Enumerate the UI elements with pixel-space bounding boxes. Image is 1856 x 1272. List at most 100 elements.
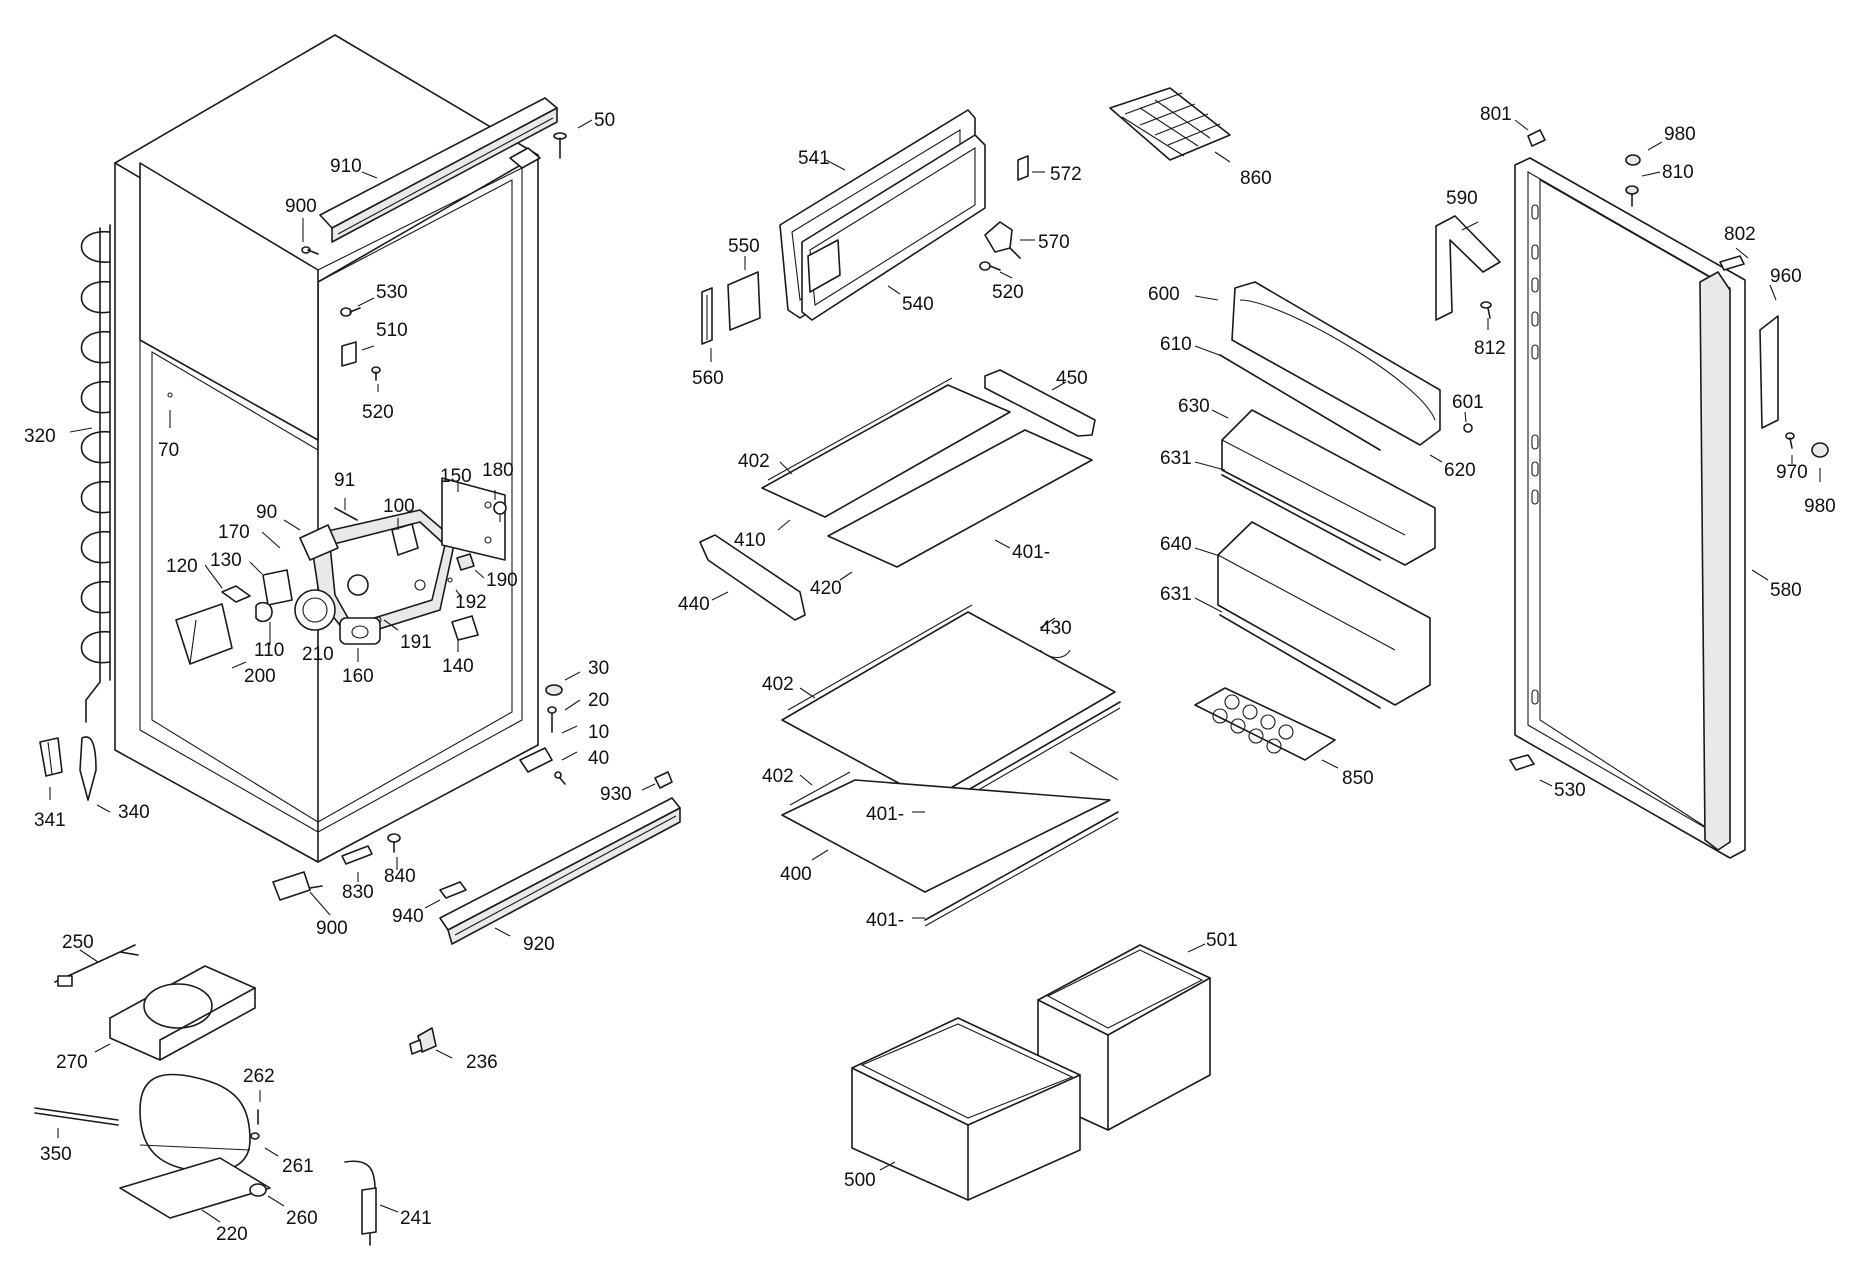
label-630: 630 — [1178, 396, 1210, 417]
shelf-400-402 — [781, 751, 1119, 927]
bin-trim-610 — [1219, 354, 1381, 451]
plate-510 — [341, 341, 357, 367]
condenser-coil — [80, 224, 111, 723]
label-401-top: 401- — [1012, 542, 1050, 563]
label-236: 236 — [466, 1052, 498, 1073]
label-910: 910 — [330, 156, 362, 177]
label-401-mid: 401- — [866, 804, 904, 825]
crisper-drawer-500 — [851, 1017, 1081, 1201]
label-520-door: 520 — [992, 282, 1024, 303]
label-401-bottom: 401- — [866, 910, 904, 931]
label-90: 90 — [256, 502, 277, 523]
label-620: 620 — [1444, 460, 1476, 481]
label-570: 570 — [1038, 232, 1070, 253]
label-100: 100 — [383, 496, 415, 517]
label-210: 210 — [302, 644, 334, 665]
label-262: 262 — [243, 1066, 275, 1087]
door-bin-630 — [1221, 409, 1436, 566]
label-440: 440 — [678, 594, 710, 615]
label-270: 270 — [56, 1052, 88, 1073]
label-970: 970 — [1776, 462, 1808, 483]
screw-50 — [553, 132, 567, 159]
label-40: 40 — [588, 748, 609, 769]
compressor-220 — [34, 1073, 271, 1219]
bottom-trim-920 — [439, 771, 681, 945]
label-20: 20 — [588, 690, 609, 711]
label-402-bottom: 402 — [762, 766, 794, 787]
label-812: 812 — [1474, 338, 1506, 359]
shelf-410-402 — [761, 377, 1093, 568]
label-450: 450 — [1056, 368, 1088, 389]
handle-960 — [1759, 315, 1779, 429]
egg-tray-850 — [1194, 687, 1336, 761]
label-840: 840 — [384, 866, 416, 887]
label-860: 860 — [1240, 168, 1272, 189]
label-130: 130 — [210, 550, 242, 571]
label-410: 410 — [734, 530, 766, 551]
ice-tray-860 — [1109, 87, 1231, 161]
top-trim-910 — [319, 97, 558, 243]
label-260: 260 — [286, 1208, 318, 1229]
label-110: 110 — [254, 640, 284, 661]
label-640: 640 — [1160, 534, 1192, 555]
leader-lines — [49, 119, 1821, 1223]
part-236 — [409, 1027, 437, 1055]
label-631-bottom: 631 — [1160, 584, 1192, 605]
label-50: 50 — [594, 110, 615, 131]
hinge-801 — [1527, 129, 1546, 147]
label-580: 580 — [1770, 580, 1802, 601]
label-501: 501 — [1206, 930, 1238, 951]
label-250: 250 — [62, 932, 94, 953]
label-120: 120 — [166, 556, 198, 577]
label-510: 510 — [376, 320, 408, 341]
label-850: 850 — [1342, 768, 1374, 789]
label-550: 550 — [728, 236, 760, 257]
parts-341-340 — [39, 736, 97, 801]
shelf-rail-450 — [984, 369, 1096, 437]
label-830: 830 — [342, 882, 374, 903]
label-402-mid: 402 — [762, 674, 794, 695]
label-980-side: 980 — [1804, 496, 1836, 517]
label-150: 150 — [440, 466, 472, 487]
part-802 — [1719, 255, 1745, 271]
screw-520-left — [371, 366, 381, 381]
dairy-compartment-600 — [1231, 281, 1441, 446]
screw-812 — [1480, 301, 1492, 319]
label-540: 540 — [902, 294, 934, 315]
screw-601 — [1463, 423, 1473, 433]
hinge-hardware — [519, 684, 566, 785]
label-340: 340 — [118, 802, 150, 823]
label-190: 190 — [486, 570, 518, 591]
power-cord-250 — [54, 944, 139, 987]
cap-980-side — [1811, 442, 1829, 458]
label-170: 170 — [218, 522, 250, 543]
label-320: 320 — [24, 426, 56, 447]
door-bin-640 — [1217, 521, 1431, 706]
label-220: 220 — [216, 1224, 248, 1245]
label-541: 541 — [798, 148, 830, 169]
label-631-top: 631 — [1160, 448, 1192, 469]
label-572: 572 — [1050, 164, 1082, 185]
label-402-top: 402 — [738, 451, 770, 472]
bin-trim-631a — [1221, 474, 1381, 561]
label-420: 420 — [810, 578, 842, 599]
label-200: 200 — [244, 666, 276, 687]
label-601: 601 — [1452, 392, 1484, 413]
label-140: 140 — [442, 656, 474, 677]
label-802: 802 — [1724, 224, 1756, 245]
cap-980-top — [1625, 154, 1641, 166]
label-801: 801 — [1480, 104, 1512, 125]
label-91: 91 — [334, 470, 355, 491]
label-341: 341 — [34, 810, 66, 831]
label-960: 960 — [1770, 266, 1802, 287]
freezer-door-541 — [779, 109, 986, 321]
top-hinge-cover — [509, 147, 541, 169]
label-180: 180 — [482, 460, 514, 481]
label-600: 600 — [1148, 284, 1180, 305]
label-810: 810 — [1662, 162, 1694, 183]
label-10: 10 — [588, 722, 609, 743]
label-500: 500 — [844, 1170, 876, 1191]
label-900-bottom: 900 — [316, 918, 348, 939]
control-housing-assembly — [175, 477, 507, 665]
label-160: 160 — [342, 666, 374, 687]
